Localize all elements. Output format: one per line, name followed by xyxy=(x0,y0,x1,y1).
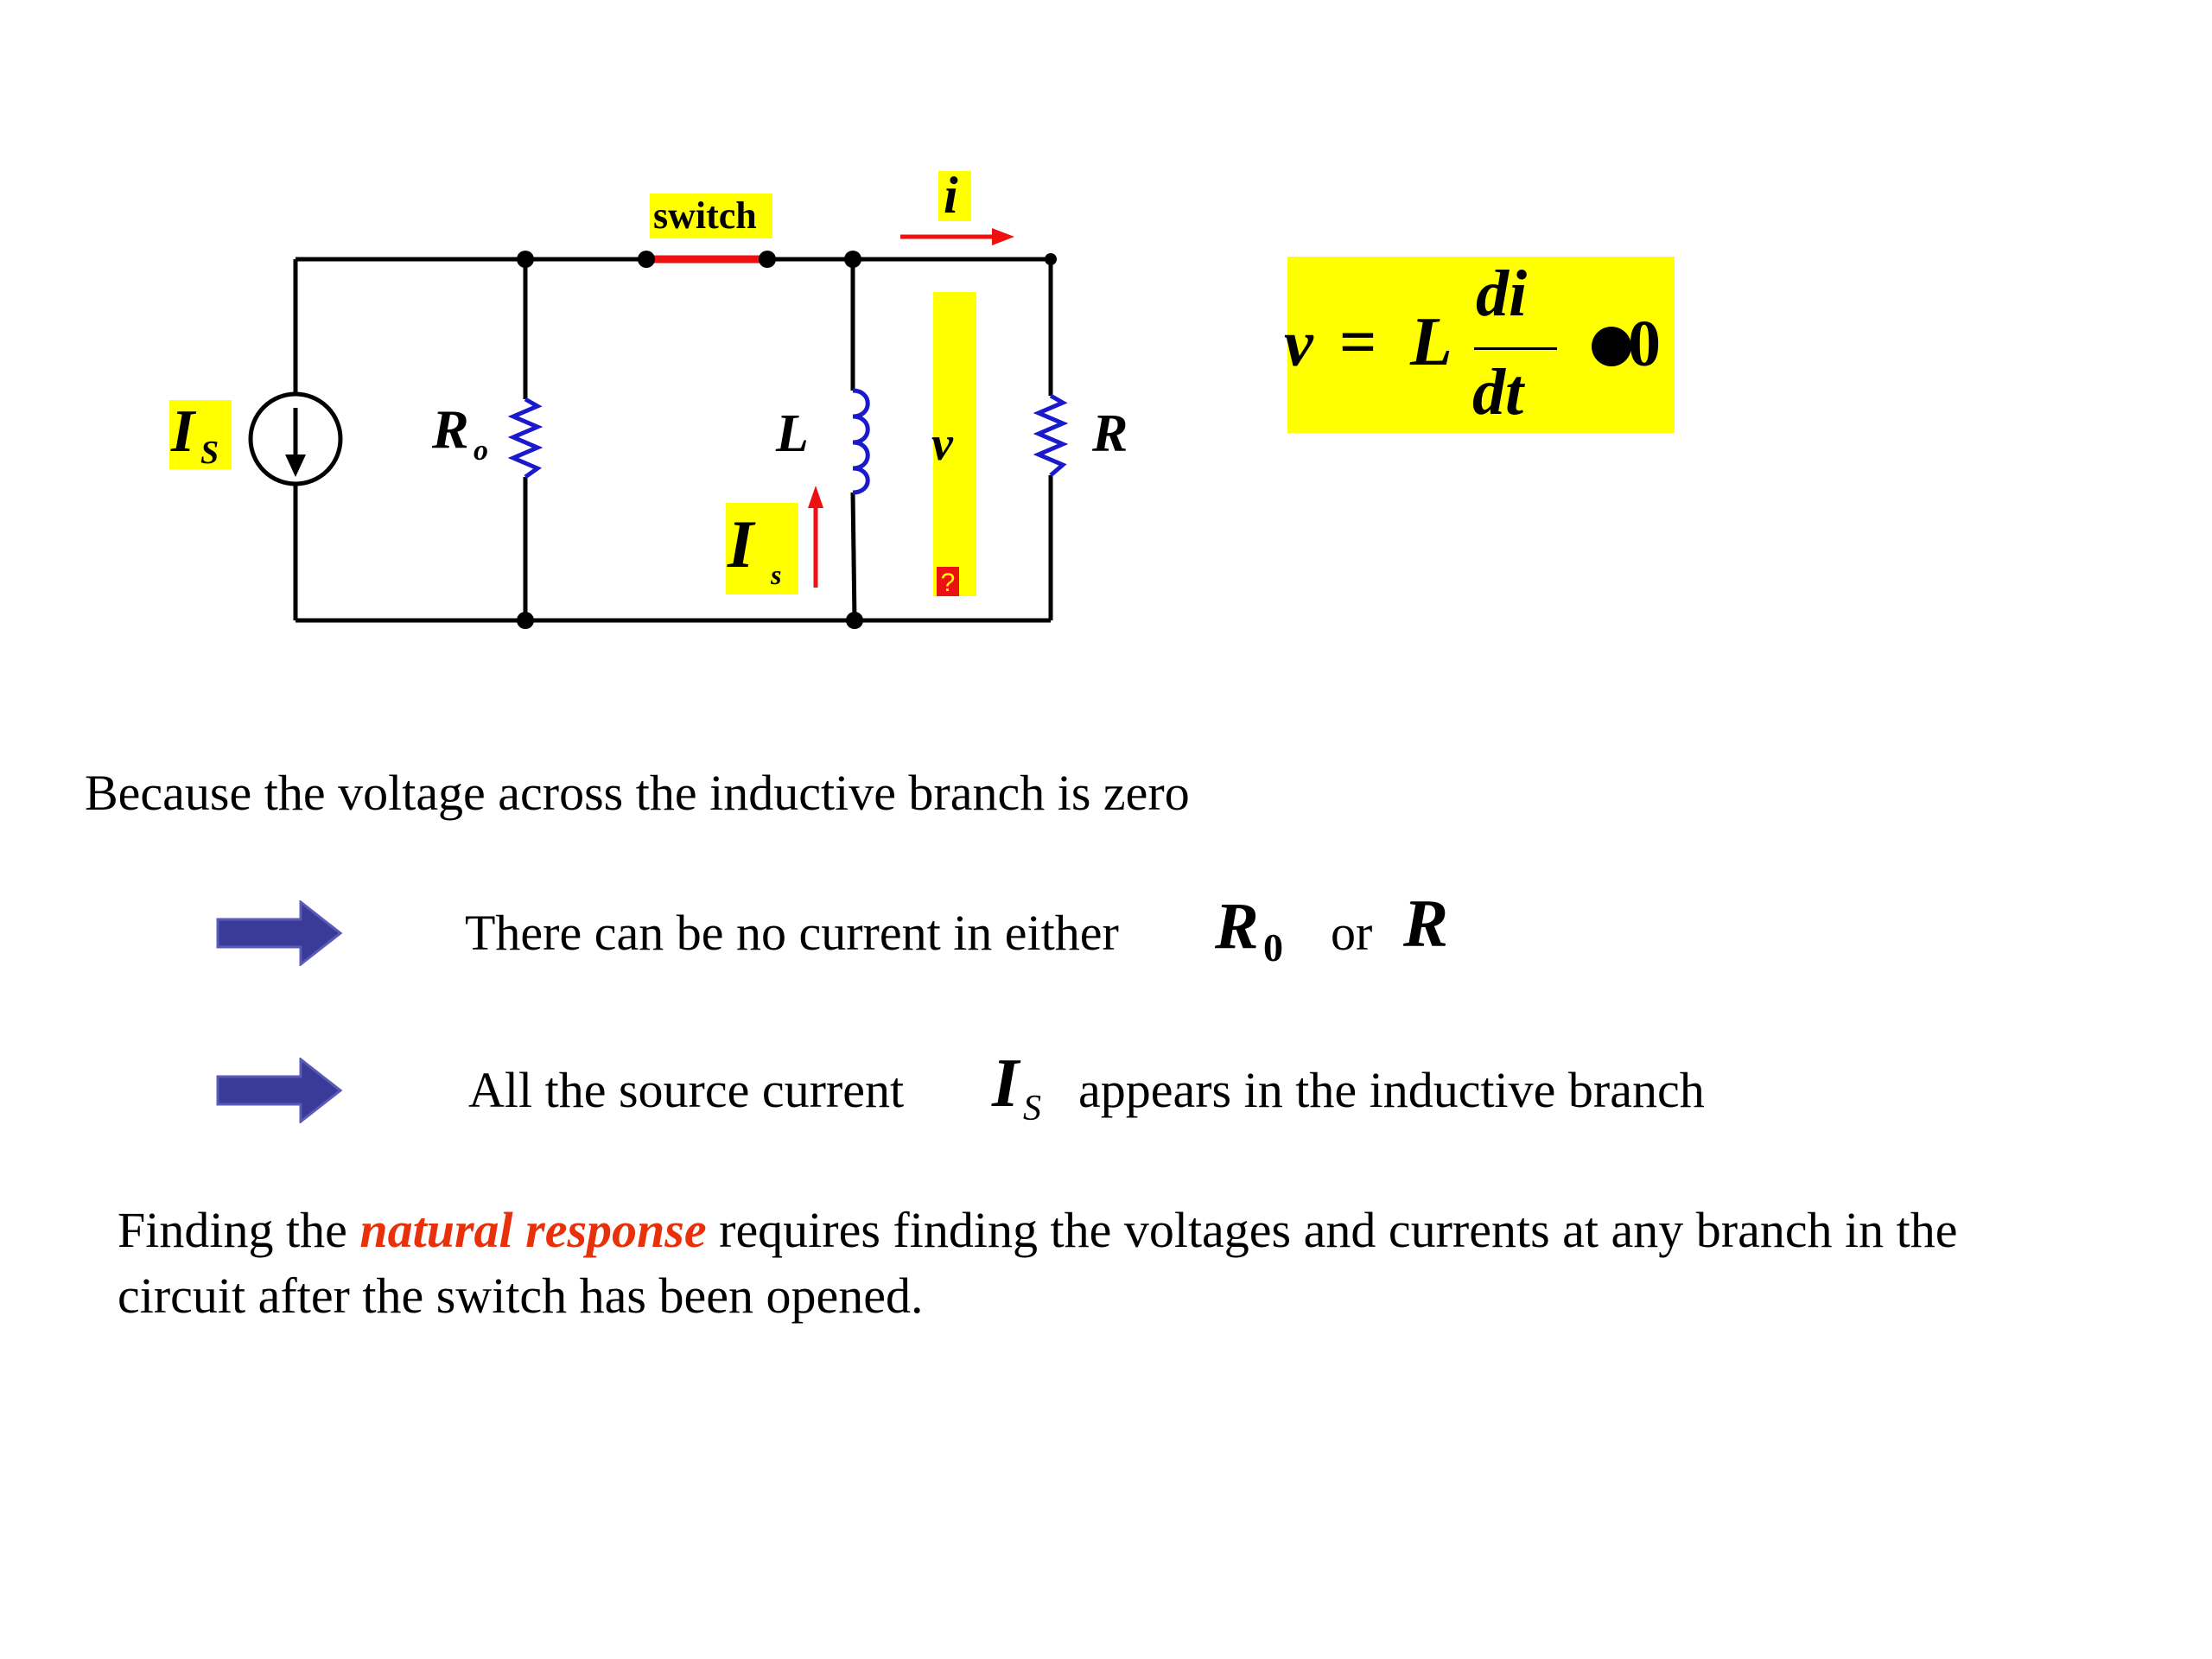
equation-denominator: dt xyxy=(1472,356,1524,429)
right-arrow-icon xyxy=(216,1058,343,1123)
inductor-current-label: I xyxy=(727,506,756,582)
voltage-label: v xyxy=(931,417,954,471)
equation-lhs: v xyxy=(1284,308,1313,380)
equation-numerator: di xyxy=(1476,257,1528,330)
paragraph-suffix: requires finding the voltages and curren… xyxy=(706,1202,1958,1258)
current-source-icon xyxy=(248,391,343,486)
resistor-r xyxy=(1033,393,1069,477)
bullet1-symbol-r: R xyxy=(1403,886,1449,961)
equation-fraction-bar xyxy=(1474,347,1557,350)
bullet2-suffix: appears in the inductive branch xyxy=(1078,1062,1705,1118)
bullet2-text: All the source current xyxy=(468,1062,905,1118)
bullet1-or: or xyxy=(1331,905,1373,961)
inductor-current-highlight xyxy=(726,503,798,594)
source-subscript: S xyxy=(200,435,219,471)
equation-coef: L xyxy=(1410,304,1452,380)
inductor-coil xyxy=(852,388,870,495)
node-switch-left xyxy=(638,251,655,268)
voltage-marker: ? xyxy=(941,569,956,597)
bullet1-symbol-r0-subscript: 0 xyxy=(1263,925,1283,969)
natural-response-emphasis: natural response xyxy=(359,1202,707,1258)
statement-line: Because the voltage across the inductive… xyxy=(85,765,1190,821)
ro-label: R xyxy=(431,398,469,460)
voltage-bar xyxy=(933,292,976,596)
node-top-ro xyxy=(517,251,534,268)
node-switch-right xyxy=(759,251,776,268)
switch-label-highlight xyxy=(650,194,772,238)
bullet1-symbol-r0: R xyxy=(1215,890,1259,963)
node-bottom-l xyxy=(846,612,863,629)
equation-dot xyxy=(1592,327,1631,366)
voltage-marker-box xyxy=(937,567,959,596)
switch-label: switch xyxy=(653,194,757,237)
current-label: i xyxy=(944,167,958,224)
current-label-highlight xyxy=(938,171,971,221)
inductor-label: L xyxy=(775,404,809,463)
resistor-label: R xyxy=(1091,404,1128,463)
inductor-current-arrow xyxy=(808,486,823,588)
node-top-r xyxy=(1045,253,1057,265)
resistor-ro xyxy=(507,397,543,480)
node-bottom-ro xyxy=(517,612,534,629)
bullet1-text: There can be no current in either xyxy=(465,905,1119,961)
node-top-l xyxy=(844,251,861,268)
natural-response-paragraph-line2: circuit after the switch has been opened… xyxy=(118,1268,924,1324)
current-arrow-i xyxy=(900,228,1014,245)
right-arrow-icon xyxy=(216,900,343,966)
bullet2-symbol-is-subscript: S xyxy=(1023,1089,1041,1128)
natural-response-paragraph-line1: Finding the natural response requires fi… xyxy=(118,1198,1958,1262)
source-label-highlight xyxy=(169,400,232,469)
ro-subscript: o xyxy=(474,435,488,467)
equation-equals: = xyxy=(1339,306,1377,378)
source-label: I xyxy=(170,398,197,465)
inductor-current-subscript: s xyxy=(770,559,781,590)
equation-value: 0 xyxy=(1628,308,1661,380)
paragraph-prefix: Finding the xyxy=(118,1202,360,1258)
bullet2-symbol-is: I xyxy=(992,1046,1020,1122)
